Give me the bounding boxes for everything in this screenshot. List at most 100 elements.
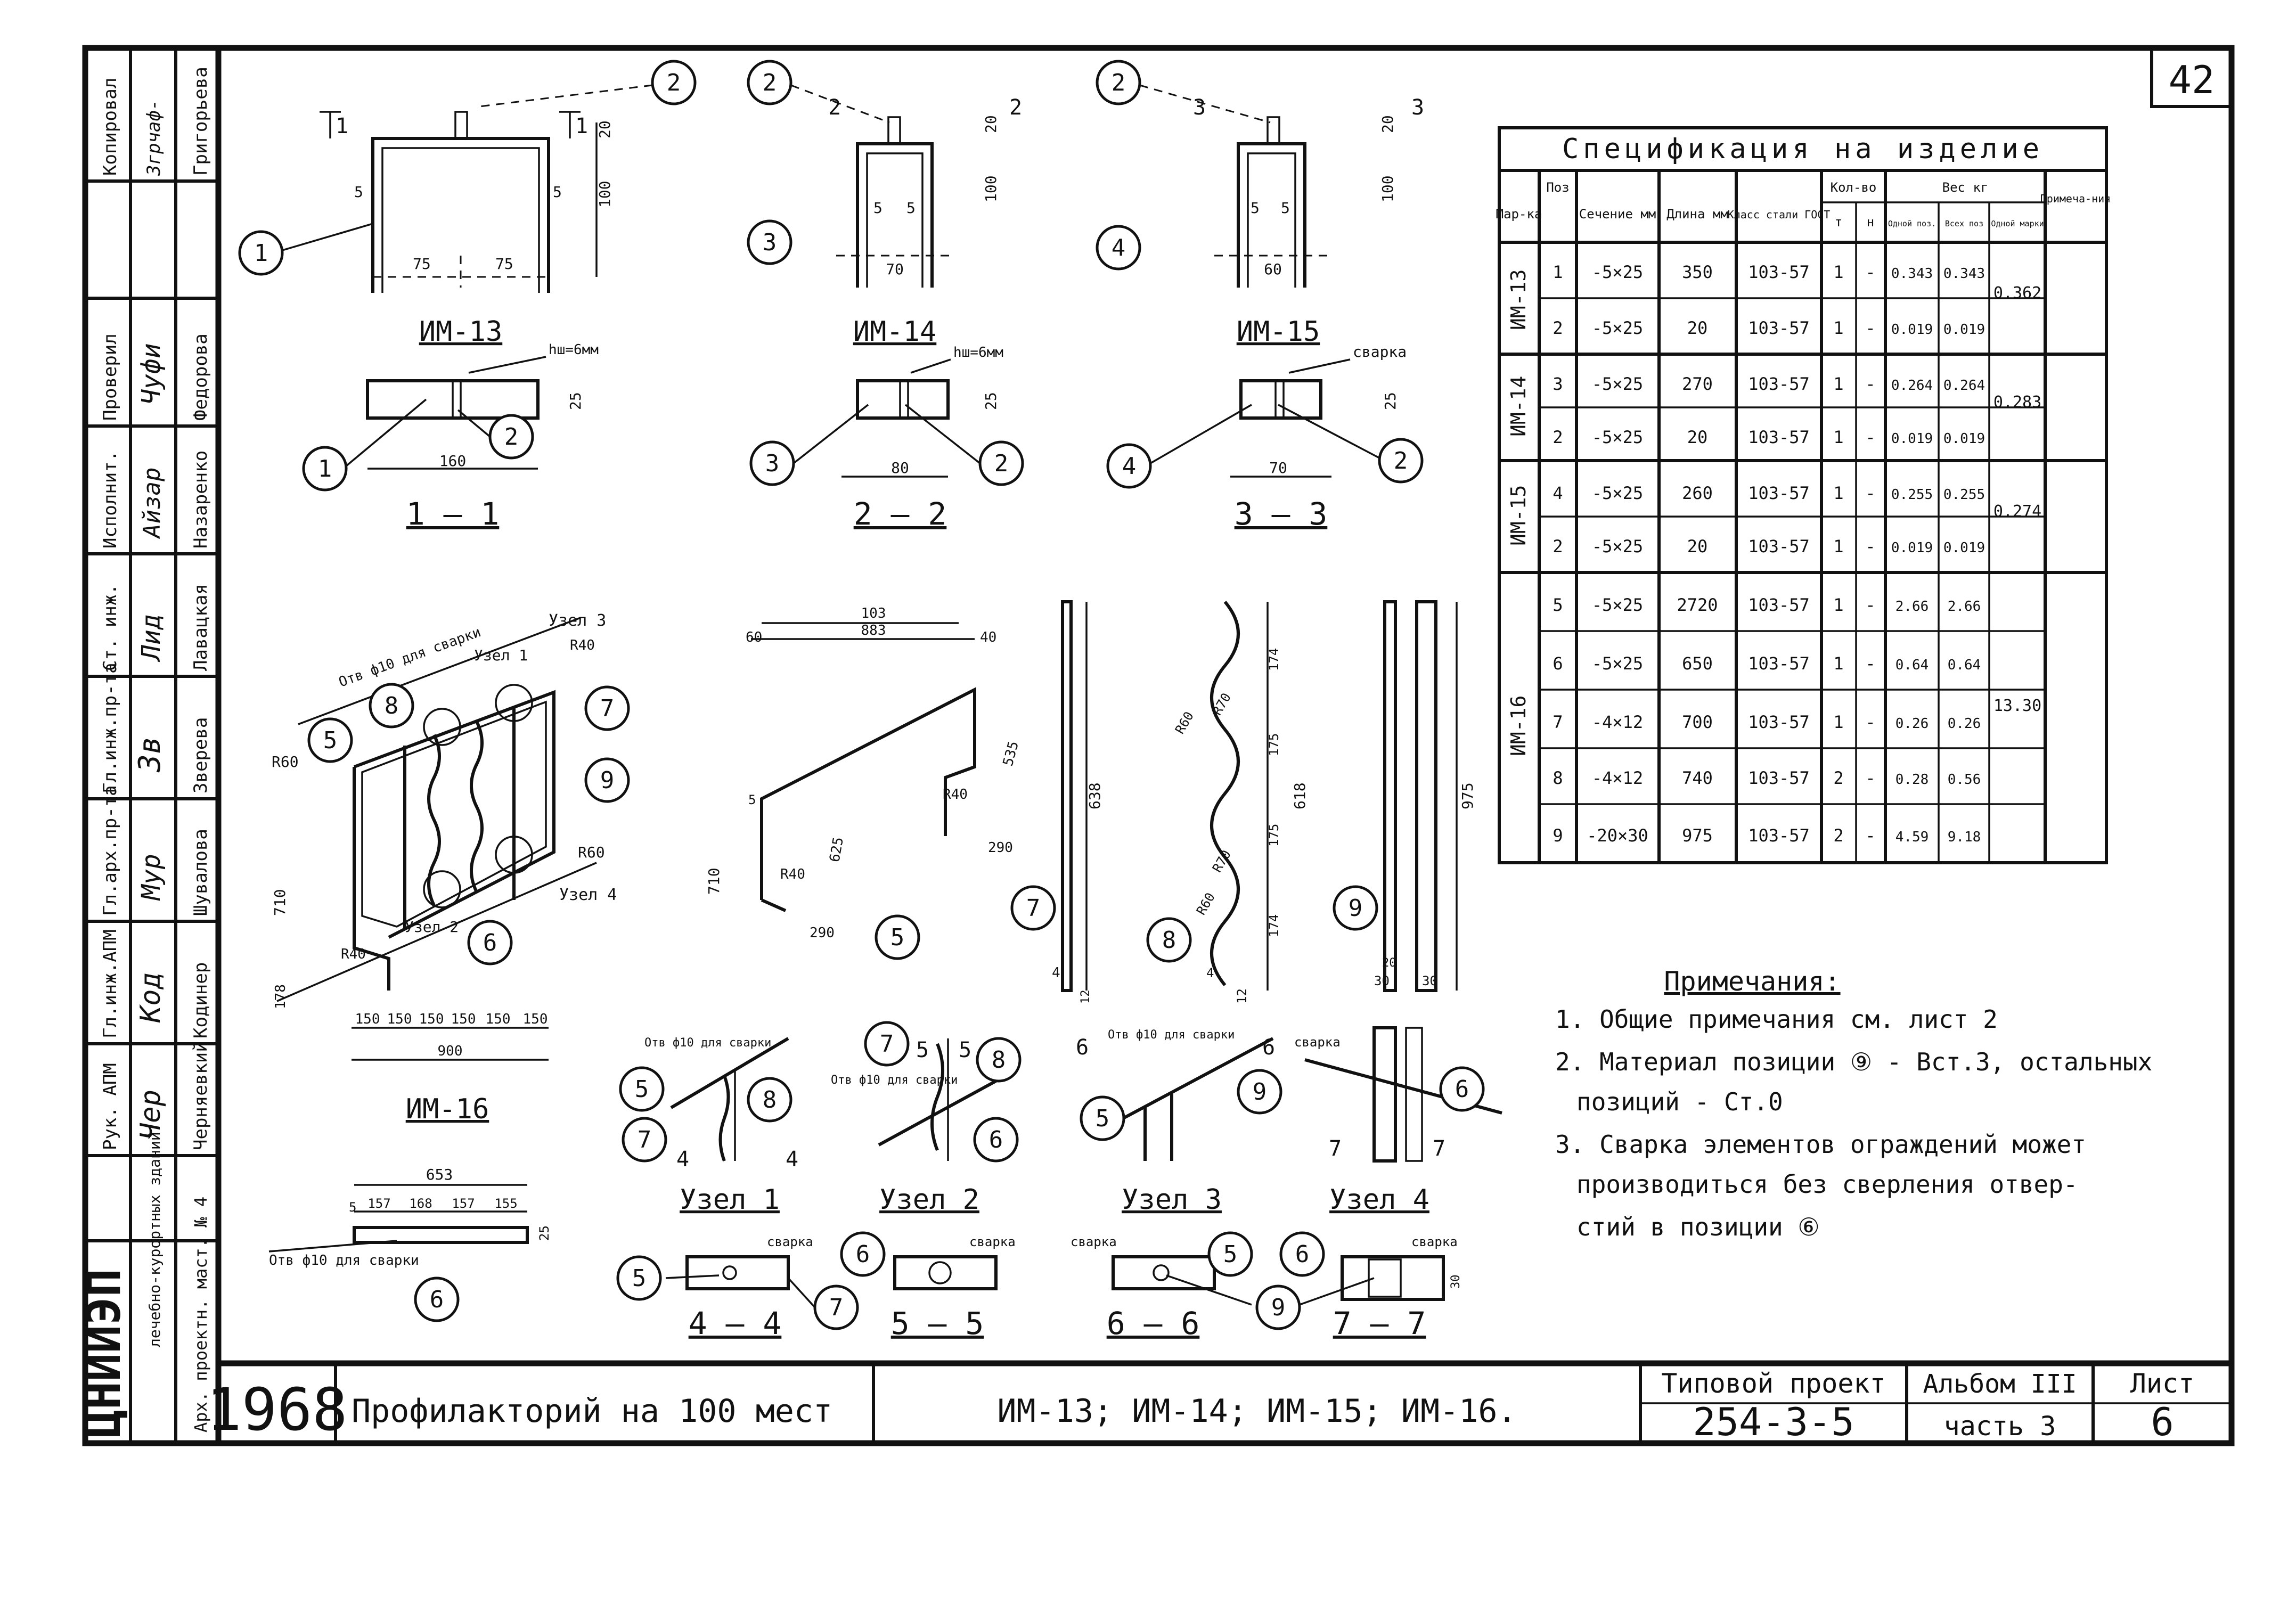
dim-label: 30 bbox=[1374, 973, 1390, 988]
callout-6: 6 bbox=[1279, 1231, 1325, 1277]
items-list: ИМ-13; ИМ-14; ИМ-15; ИМ-16. bbox=[997, 1393, 1516, 1430]
svg-text:2: 2 bbox=[504, 423, 519, 451]
spec-head-weight: Вес кг bbox=[1942, 180, 1989, 195]
spec-head-w-all: Всех поз bbox=[1945, 219, 1983, 228]
spec-cell-t: 2 bbox=[1833, 768, 1843, 788]
callout-7: 7 bbox=[584, 685, 630, 731]
spec-cell-len: 2720 bbox=[1677, 595, 1718, 615]
spec-cell-sec: -4×12 bbox=[1592, 768, 1643, 788]
spec-cell-pos: 1 bbox=[1553, 262, 1563, 282]
svg-text:9: 9 bbox=[1253, 1078, 1267, 1106]
notes: Примечания: 1. Общие примечания см. лист… bbox=[1555, 966, 2152, 1241]
spec-cell-wa: 0.26 bbox=[1948, 716, 1981, 732]
node-label: Узел 3 bbox=[549, 611, 606, 630]
spec-head-steel: Класс стали ГОСТ bbox=[1728, 208, 1831, 221]
stamp-role: Гл.арх.пр-та bbox=[100, 785, 121, 916]
spec-cell-wa: 0.56 bbox=[1948, 772, 1981, 788]
dim-label: 5 bbox=[873, 199, 883, 217]
spec-cell-w1: 4.59 bbox=[1895, 829, 1929, 845]
weld-label: сварка bbox=[969, 1234, 1016, 1249]
callout-9: 9 bbox=[1255, 1284, 1301, 1330]
dim-label: 710 bbox=[271, 889, 289, 916]
svg-text:5: 5 bbox=[1223, 1241, 1238, 1268]
dim-label: 638 bbox=[1086, 782, 1104, 809]
callout-9: 9 bbox=[1333, 885, 1378, 931]
spec-group-total: 13.30 bbox=[1993, 697, 2041, 715]
dim-label: 157 bbox=[452, 1196, 475, 1211]
spec-group-mark: ИМ-15 bbox=[1507, 485, 1530, 546]
drawing-im14: 2 2 5 5 20 100 70 ИМ-14 80 25 hш=6мм 2 —… bbox=[828, 95, 1022, 532]
callout-8: 8 bbox=[976, 1037, 1022, 1083]
type-project-label: Типовой проект bbox=[1661, 1368, 1885, 1399]
spec-cell-sec: -20×30 bbox=[1587, 825, 1648, 846]
spec-cell-wa: 2.66 bbox=[1948, 599, 1981, 615]
spec-cell-pos: 4 bbox=[1553, 483, 1563, 503]
spec-cell-sec: -5×25 bbox=[1592, 262, 1643, 282]
spec-head-w-one: Одной поз. bbox=[1888, 219, 1936, 228]
callout-6: 6 bbox=[840, 1231, 886, 1277]
svg-text:7: 7 bbox=[638, 1126, 652, 1153]
spec-cell-steel: 103-57 bbox=[1748, 536, 1810, 557]
dim-label: 4 bbox=[1206, 965, 1214, 980]
spec-cell-steel: 103-57 bbox=[1748, 712, 1810, 732]
dim-label: 178 bbox=[273, 984, 289, 1009]
spec-cell-pos: 7 bbox=[1553, 712, 1563, 732]
spec-group-total: 0.274 bbox=[1993, 502, 2041, 521]
node-title: Узел 3 bbox=[1122, 1184, 1222, 1216]
drawing-pos9: 975 30 30 20 bbox=[1374, 600, 1476, 992]
sheet-label: Лист bbox=[2130, 1368, 2194, 1399]
cut-mark: 2 bbox=[1009, 95, 1022, 120]
callout-6: 6 bbox=[1439, 1066, 1485, 1112]
dim-label: 535 bbox=[1000, 740, 1022, 768]
cut-mark: 1 bbox=[336, 114, 348, 138]
spec-cell-wa: 0.264 bbox=[1943, 378, 1985, 394]
title-block: 1968 Профилакторий на 100 мест ИМ-13; ИМ… bbox=[207, 1368, 2195, 1444]
callout-2: 2 bbox=[1096, 60, 1141, 105]
dim-label: 100 bbox=[1379, 175, 1396, 202]
spec-cell-t: 1 bbox=[1833, 536, 1843, 557]
stamp-name: Федорова bbox=[190, 333, 211, 421]
spec-cell-steel: 103-57 bbox=[1748, 653, 1810, 674]
dim-label: 174 bbox=[1267, 648, 1281, 671]
spec-cell-sec: -5×25 bbox=[1592, 483, 1643, 503]
hole-label: Отв ф10 для сварки bbox=[831, 1074, 958, 1087]
svg-text:6: 6 bbox=[1455, 1076, 1469, 1103]
spec-head-mark: Мар-ка bbox=[1496, 207, 1542, 222]
dim-label: 5 bbox=[748, 792, 756, 807]
stamp-signature: Код bbox=[135, 972, 167, 1023]
drawing-pos6: 653 157 168 157 155 25 5 Отв ф10 для сва… bbox=[268, 1166, 552, 1269]
callout-8: 8 bbox=[747, 1077, 792, 1123]
svg-text:2: 2 bbox=[994, 450, 1009, 477]
cut-mark: 3 bbox=[1193, 95, 1206, 120]
svg-text:8: 8 bbox=[385, 692, 399, 719]
section-label: 1 — 1 bbox=[406, 496, 500, 532]
stamp-workshop: Арх. проектн. маст. № 4 bbox=[191, 1197, 211, 1433]
drawing-pos7: 638 4 12 bbox=[1052, 600, 1104, 1004]
spec-cell-wa: 0.019 bbox=[1943, 431, 1985, 447]
callout-5: 5 bbox=[875, 914, 920, 960]
spec-cell-steel: 103-57 bbox=[1748, 595, 1810, 615]
dim-label: 5 bbox=[1281, 199, 1290, 217]
spec-cell-pos: 2 bbox=[1553, 536, 1563, 557]
note-line: 1. Общие примечания см. лист 2 bbox=[1555, 1005, 1998, 1034]
spec-cell-n: - bbox=[1865, 653, 1875, 674]
spec-cell-n: - bbox=[1865, 374, 1875, 394]
spec-cell-wa: 0.343 bbox=[1943, 266, 1985, 282]
dim-label: 30 bbox=[1422, 973, 1437, 988]
spec-cell-n: - bbox=[1865, 318, 1875, 338]
hole-label: Отв ф10 для сварки bbox=[269, 1253, 419, 1269]
radius-label: R60 bbox=[578, 844, 605, 861]
spec-cell-w1: 2.66 bbox=[1895, 599, 1929, 615]
dim-label: 5 bbox=[1251, 199, 1260, 217]
svg-text:5: 5 bbox=[635, 1076, 649, 1103]
drawing-im13: 1 1 5 5 20 100 75 75 ИМ-13 160 25 hш=6мм… bbox=[320, 111, 614, 532]
spec-cell-w1: 0.64 bbox=[1895, 657, 1929, 673]
callout-6: 6 bbox=[467, 920, 513, 965]
spec-cell-wa: 0.64 bbox=[1948, 657, 1981, 673]
spec-cell-sec: -5×25 bbox=[1592, 536, 1643, 557]
dim-label: 157 bbox=[367, 1196, 390, 1211]
stamp-org-logo: ЦНИИЭП bbox=[76, 1269, 131, 1438]
spec-title: Спецификация на изделие bbox=[1562, 133, 2044, 165]
svg-text:2: 2 bbox=[1394, 447, 1408, 474]
radius-label: R70 bbox=[1210, 847, 1234, 875]
